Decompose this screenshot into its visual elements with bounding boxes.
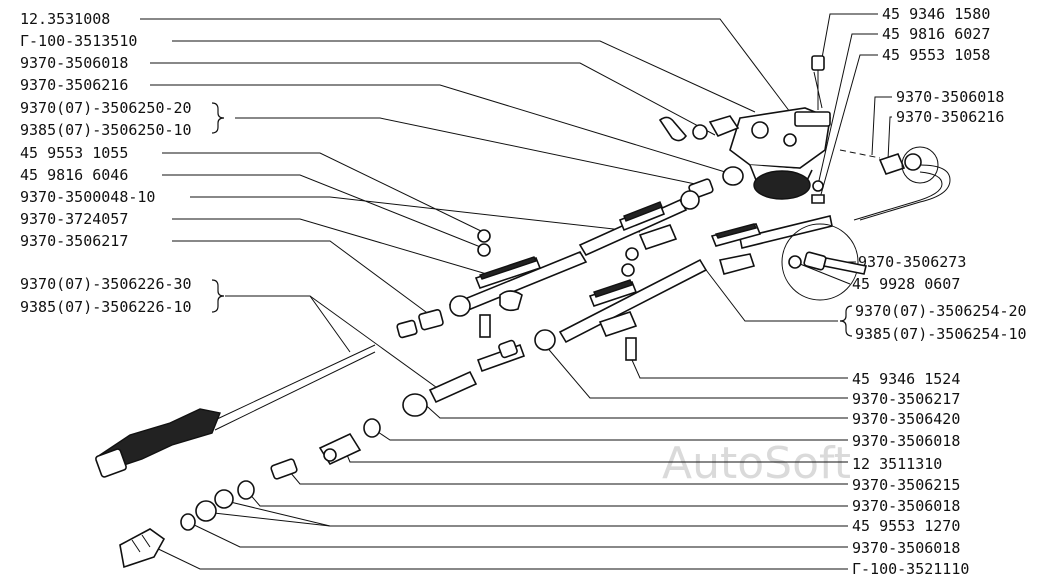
right-top-labels: 45 9346 1580 45 9816 6027 45 9553 1058 9… [882,5,1004,126]
label-left-12: 9370(07)-3506226-30 [20,275,192,293]
leader-rt2 [817,33,878,186]
leader-r3 [631,359,848,379]
washer-top [812,180,824,192]
label-r-6: 9370-3506018 [852,432,960,450]
brace-left-2 [211,279,225,313]
label-rt-4: 9370-3506018 [896,88,1004,106]
callout-labels: 9370-3506273 45 9928 0607 [852,253,966,293]
callout-fitting [803,251,827,271]
drawing-parts [95,55,951,569]
detail-callout-circle [781,223,859,301]
label-rt-5: 9370-3506216 [896,108,1004,126]
leader-l8 [190,196,641,233]
leader-r4 [544,344,848,399]
leader-rt4 [871,96,892,156]
leader-r9 [247,491,848,507]
label-r-11: 9370-3506018 [852,539,960,557]
leader-rt3 [819,54,878,199]
label-left-6: 9385(07)-3506250-10 [20,121,192,139]
brace-right-1 [839,305,853,337]
leader-r10b [204,511,331,527]
label-r-12: Г-100-3521110 [852,560,969,578]
label-left-13: 9385(07)-3506226-10 [20,298,192,316]
leader-r6 [374,429,848,441]
leader-r5 [419,399,848,419]
leader-l11b [309,295,441,391]
label-rt-3: 45 9553 1058 [882,46,990,64]
pipe-upper [578,190,700,277]
leader-l11a [225,295,351,353]
leader-l10 [172,240,431,316]
label-r-10: 45 9553 1270 [852,517,960,535]
label-left-10: 9370-3724057 [20,210,128,228]
rod-middle [428,339,526,404]
pipe-bend [859,164,951,221]
label-callout-1: 9370-3506273 [858,253,966,271]
label-left-11: 9370-3506217 [20,232,128,250]
pipe-middle [534,258,708,361]
label-r-8: 9370-3506215 [852,476,960,494]
label-r-2: 9385(07)-3506254-10 [855,325,1027,343]
label-rt-2: 45 9816 6027 [882,25,990,43]
leader-r1 [699,261,838,322]
pipe-right [710,215,833,275]
label-left-2: Г-100-3513510 [20,32,137,50]
leader-l4 [150,84,736,176]
leader-rt5 [887,116,892,161]
label-r-9: 9370-3506018 [852,497,960,515]
bolt-lower [625,337,637,361]
bolt-middle [479,314,491,338]
leader-r10a [221,499,848,527]
label-left-1: 12.3531008 [20,10,110,28]
pipe-upper-left [448,229,588,317]
label-left-8: 45 9816 6046 [20,166,128,184]
leader-l6 [162,152,484,233]
label-left-9: 9370-3500048-10 [20,188,155,206]
watermark-text: AutoSoft [662,438,851,489]
left-labels: 12.3531008 Г-100-3513510 9370-3506018 93… [20,10,225,316]
label-r-4: 9370-3506217 [852,390,960,408]
leader-c2 [794,261,851,285]
fittings-lower [119,393,428,569]
leader-rt1 [821,13,878,59]
label-left-7: 45 9553 1055 [20,144,128,162]
brace-left-1 [211,102,225,134]
leader-l7 [162,174,484,249]
ring-seal [722,166,744,186]
leader-l1 [140,18,791,113]
label-left-4: 9370-3506216 [20,76,128,94]
label-r-3: 45 9346 1524 [852,370,960,388]
leader-r11 [187,521,848,548]
leader-l9 [172,218,491,276]
right-labels: 9370(07)-3506254-20 9385(07)-3506254-10 … [839,302,1027,578]
leader-r8 [289,471,848,485]
bolt-top [811,55,825,110]
leader-l3 [150,62,716,136]
leader-r12 [149,544,848,570]
label-callout-2: 45 9928 0607 [852,275,960,293]
label-r-1: 9370(07)-3506254-20 [855,302,1027,320]
fitting-right [878,153,906,175]
nut-top [811,194,825,204]
fitting-b [418,309,444,331]
label-left-5: 9370(07)-3506250-20 [20,99,192,117]
leader-l5 [235,117,701,186]
label-r-7: 12 3511310 [852,455,942,473]
label-r-5: 9370-3506420 [852,410,960,428]
label-rt-1: 45 9346 1580 [882,5,990,23]
rod-left [214,344,376,431]
brake-valve-assembly [658,107,831,200]
hose-end-upper [98,408,221,470]
label-left-3: 9370-3506018 [20,54,128,72]
leader-l2 [172,40,756,113]
